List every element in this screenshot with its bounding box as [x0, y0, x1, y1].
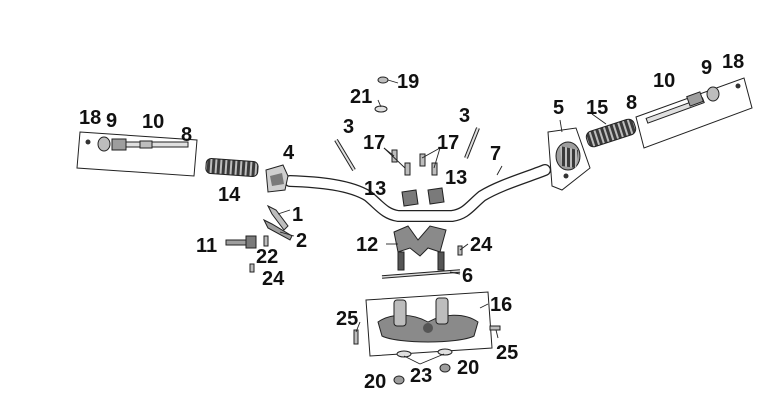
bolt-24-right	[457, 245, 463, 256]
callout-23: 23	[410, 365, 432, 387]
callout-9-left: 9	[106, 110, 117, 132]
callout-12: 12	[356, 234, 378, 256]
callout-24-right: 24	[470, 234, 493, 256]
callout-18-left: 18	[79, 107, 101, 129]
callouts: 18 9 10 8 14 4 1 2 11 22 24 3 21 19 17 1…	[79, 51, 744, 393]
leader-lines	[277, 79, 607, 365]
callout-22: 22	[256, 246, 278, 268]
triple-clamp-box	[365, 291, 493, 357]
callout-18-right: 18	[722, 51, 744, 73]
left-grip	[205, 158, 259, 177]
callout-20-left: 20	[364, 371, 386, 393]
rod-right	[464, 127, 480, 159]
lever-parts-left	[225, 204, 293, 273]
callout-2: 2	[296, 230, 307, 252]
clamps-13	[401, 187, 445, 207]
bolts-17	[391, 149, 438, 176]
handlebar	[284, 164, 551, 222]
callout-16: 16	[490, 294, 512, 316]
nuts-20	[393, 363, 451, 385]
callout-7: 7	[490, 143, 501, 165]
callout-3-left: 3	[343, 116, 354, 138]
callout-5: 5	[553, 97, 564, 119]
rod-left	[334, 138, 356, 172]
callout-10-right: 10	[653, 70, 675, 92]
callout-6: 6	[462, 265, 473, 287]
callout-13-right: 13	[445, 167, 467, 189]
callout-13-left: 13	[364, 178, 386, 200]
callout-1: 1	[292, 204, 303, 226]
callout-9-right: 9	[701, 57, 712, 79]
callout-20-right: 20	[457, 357, 479, 379]
callout-19: 19	[397, 71, 419, 93]
callout-17-left: 17	[363, 132, 385, 154]
callout-14: 14	[218, 184, 241, 206]
callout-3-right: 3	[459, 105, 470, 127]
nut-19	[377, 76, 389, 84]
rod-6	[381, 269, 461, 279]
left-bar-end-box	[76, 131, 198, 177]
right-bar-end-box	[635, 77, 753, 149]
callout-4: 4	[283, 142, 295, 164]
callout-8-right: 8	[626, 92, 637, 114]
right-grip	[585, 118, 637, 148]
riser-12	[393, 225, 447, 271]
callout-11: 11	[196, 235, 217, 257]
bolt-25-right	[489, 325, 501, 331]
bolt-25-left	[353, 329, 359, 345]
callout-25-left: 25	[336, 308, 358, 330]
callout-21: 21	[350, 86, 372, 108]
callout-25-right: 25	[496, 342, 518, 364]
callout-8-left: 8	[181, 124, 192, 146]
callout-15: 15	[586, 97, 608, 119]
washers-23	[396, 348, 453, 358]
callout-10-left: 10	[142, 111, 164, 133]
callout-17-right: 17	[437, 132, 459, 154]
right-switch-housing	[547, 127, 591, 191]
left-switch-housing	[265, 164, 289, 193]
callout-24-left: 24	[262, 268, 285, 290]
